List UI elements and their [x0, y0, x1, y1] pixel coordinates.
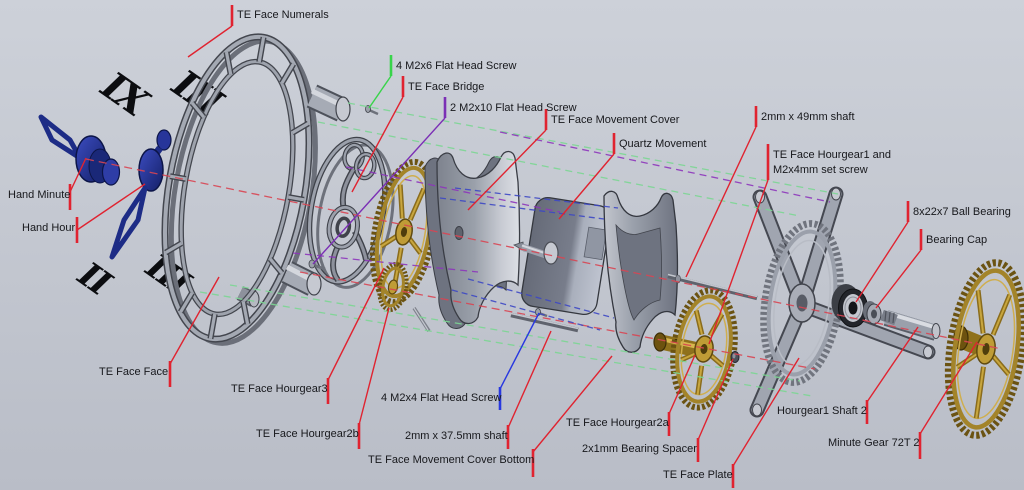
part-minute-gear-72t-2 — [944, 259, 1024, 439]
leader-m2x6-screws — [368, 55, 393, 109]
part-shaft-49 — [667, 273, 758, 301]
leader-quartz-movement — [558, 133, 616, 220]
label-bearing-cap: Bearing Cap — [926, 234, 988, 246]
part-quartz-movement — [513, 196, 611, 316]
label-te-face-face: TE Face Face — [99, 366, 169, 378]
leader-minute-gear-72t-2 — [918, 341, 978, 459]
part-te-face-bridge — [306, 136, 395, 289]
label-te-face-movement-cover-bottom: TE Face Movement Cover Bottom — [368, 454, 535, 466]
label-m2x10-screws: 2 M2x10 Flat Head Screw — [450, 102, 577, 114]
leader-bearing-spacer — [696, 358, 734, 462]
axis-blue-3 — [467, 278, 615, 319]
part-m2x10-screw — [308, 259, 326, 271]
axis-purple-3 — [499, 131, 831, 203]
part-te-face-movement-cover — [424, 150, 521, 329]
leader-te-face-hourgear1 — [708, 144, 770, 345]
label-te-face-hourgear1: TE Face Hourgear1 and M2x4mm set screw — [773, 149, 892, 176]
label-bearing-spacer: 2x1mm Bearing Spacer — [582, 443, 697, 455]
leader-hand-hour — [75, 183, 146, 243]
leader-m2x10-screws — [312, 97, 447, 265]
label-shaft-2x49: 2mm x 49mm shaft — [761, 111, 855, 123]
part-hand-minute — [38, 114, 121, 186]
leader-te-face-face — [168, 276, 220, 387]
part-shaft-37 — [510, 312, 579, 333]
part-small-screw-rod — [412, 307, 431, 332]
label-te-face-hourgear2a: TE Face Hourgear2a — [566, 417, 669, 429]
numeral-ii: II — [70, 254, 119, 305]
leader-shaft-2x49 — [685, 106, 758, 278]
part-hand-hour — [109, 129, 172, 260]
axis-green-3 — [229, 284, 801, 382]
label-hourgear1-shaft-2: Hourgear1 Shaft 2 — [777, 405, 867, 417]
axis-blue-4 — [451, 289, 601, 331]
leader-ball-bearing — [855, 201, 910, 303]
leader-te-face-plate — [731, 357, 800, 488]
leader-shaft-2x37-5 — [506, 330, 552, 449]
construction-axes — [85, 102, 1003, 397]
axis-green-4 — [199, 291, 813, 397]
leader-te-face-numerals — [187, 5, 234, 58]
leader-te-face-hourgear2a — [667, 354, 696, 436]
axis-blue-1 — [454, 187, 619, 209]
axis-lower-red — [299, 271, 816, 370]
part-face-post-bottom — [281, 261, 322, 296]
leader-te-face-movement-cover-bottom — [531, 355, 613, 477]
axis-purple-2 — [292, 252, 479, 273]
label-hand-minute: Hand Minute — [8, 189, 71, 201]
leader-te-face-bridge — [351, 76, 405, 193]
axis-purple-1 — [345, 166, 561, 213]
label-te-face-plate: TE Face Plate — [663, 469, 733, 481]
leader-te-face-movement-cover — [467, 109, 548, 211]
leader-hourgear1-shaft-2 — [865, 326, 919, 424]
leader-hand-minute — [68, 157, 87, 210]
label-te-face-numerals: TE Face Numerals — [237, 9, 329, 21]
label-ball-bearing: 8x22x7 Ball Bearing — [913, 206, 1011, 218]
leader-te-face-hourgear2b — [357, 307, 390, 449]
part-bearing-cap — [863, 301, 882, 325]
axis-green-2 — [317, 121, 801, 217]
label-te-face-hourgear3: TE Face Hourgear3 — [231, 383, 328, 395]
label-te-face-movement-cover: TE Face Movement Cover — [551, 114, 680, 126]
label-shaft-2x37-5: 2mm x 37.5mm shaft — [405, 430, 508, 442]
leader-te-face-hourgear3 — [326, 267, 385, 404]
part-face-post-top — [306, 84, 351, 122]
label-hand-hour: Hand Hour — [22, 222, 76, 234]
leader-m2x4-screws — [498, 312, 540, 410]
label-te-face-bridge: TE Face Bridge — [408, 81, 485, 93]
axis-blue-2 — [439, 197, 605, 220]
label-m2x4-screws: 4 M2x4 Flat Head Screw — [381, 392, 502, 404]
part-te-face-movement-cover-bottom — [603, 190, 679, 353]
label-te-face-hourgear2b: TE Face Hourgear2b — [256, 428, 359, 440]
label-m2x6-screws: 4 M2x6 Flat Head Screw — [396, 60, 517, 72]
leader-lines — [68, 5, 978, 488]
part-hourgear1-shaft-2 — [880, 309, 941, 341]
leader-bearing-cap — [875, 229, 923, 309]
label-minute-gear-72t-2: Minute Gear 72T 2 — [828, 437, 920, 449]
part-m2x4-screw — [535, 308, 548, 318]
part-te-face-face — [161, 33, 318, 346]
label-quartz-movement: Quartz Movement — [619, 138, 707, 150]
numeral-ix: IX — [93, 62, 158, 126]
part-ball-bearing — [831, 284, 868, 328]
